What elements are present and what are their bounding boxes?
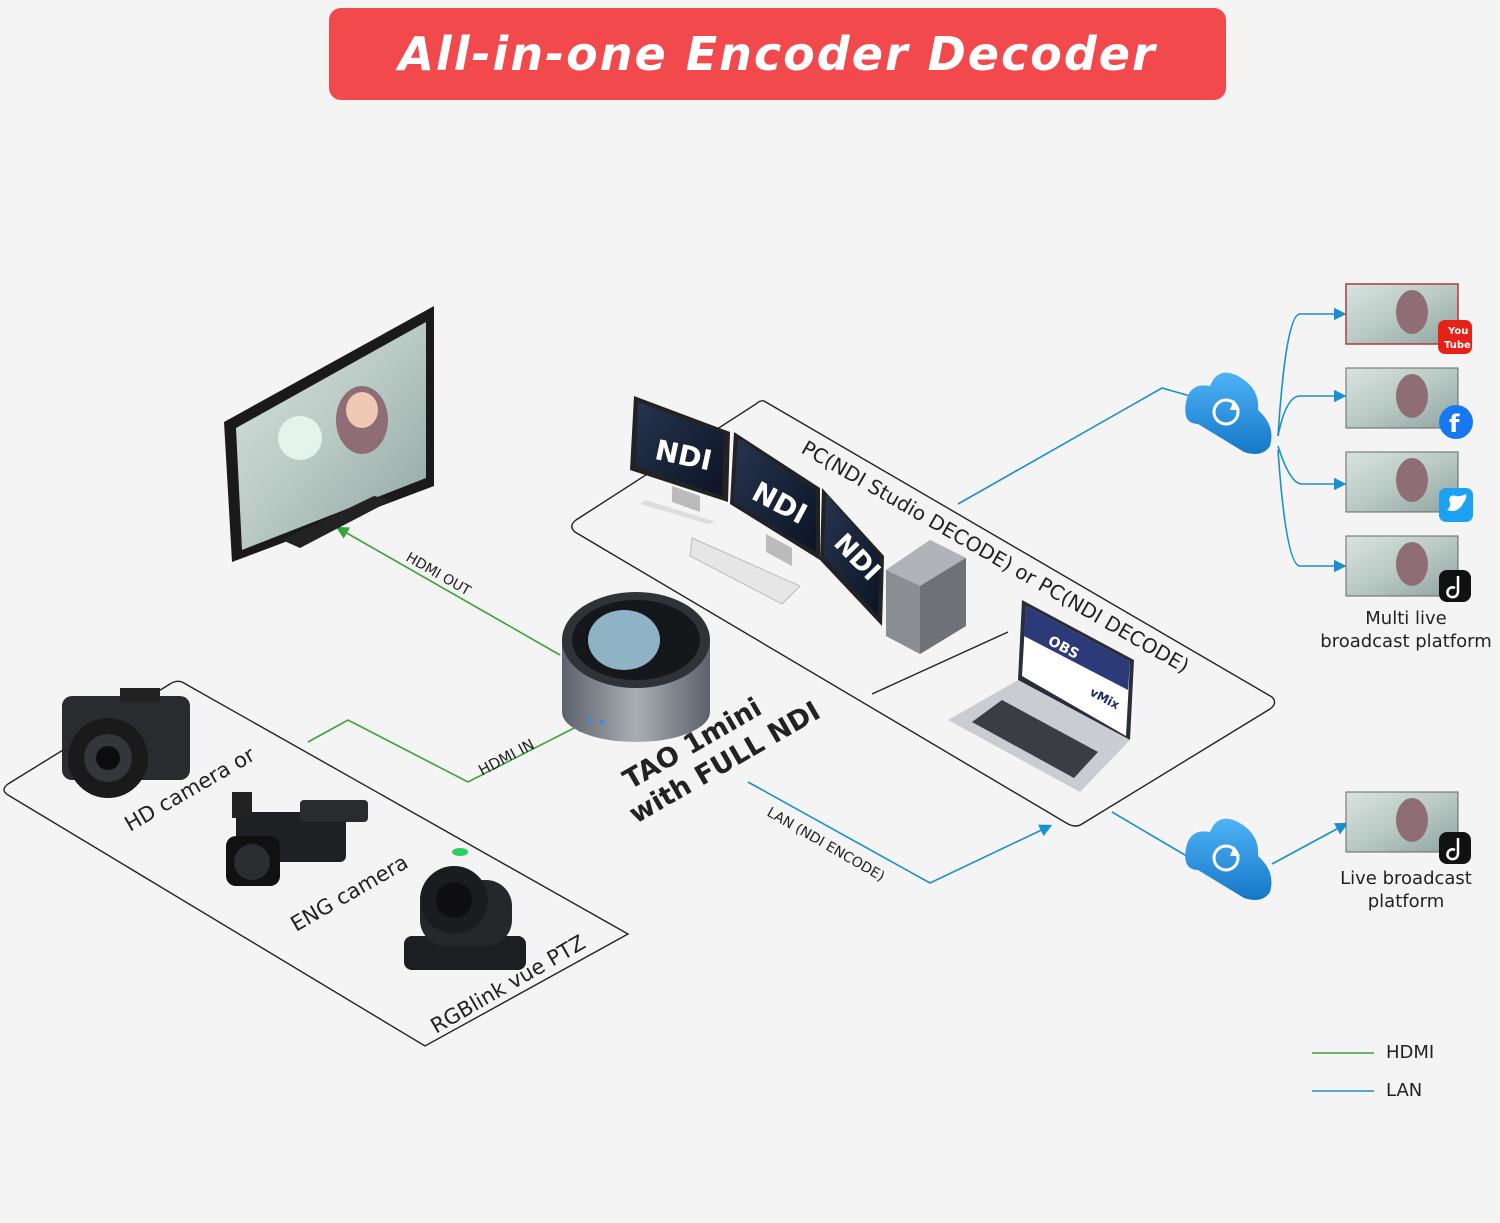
twitter-icon	[1439, 488, 1473, 522]
hdmi-in-label: HDMI IN	[475, 735, 537, 779]
ptz-camera	[404, 848, 526, 970]
tiktok-icon-2	[1439, 832, 1471, 864]
eng-camera-label: ENG camera	[287, 850, 413, 936]
pc-box	[571, 400, 1276, 827]
cloud2-to-platform-line	[1271, 822, 1349, 865]
dslr-camera	[62, 688, 190, 798]
eng-camera	[226, 792, 368, 886]
cloud1-branches	[1277, 307, 1347, 573]
facebook-icon: f	[1439, 405, 1473, 439]
svg-text:You: You	[1447, 326, 1468, 337]
multi-platform-label: Multi live broadcast platform	[1320, 608, 1492, 652]
cloud-icon-2	[1185, 818, 1272, 900]
svg-text:Tube: Tube	[1444, 340, 1471, 351]
legend-hdmi-label: HDMI	[1386, 1042, 1435, 1063]
lan-encode-label: LAN (NDI ENCODE)	[764, 805, 887, 885]
lan-encode-line	[747, 781, 1053, 884]
title-banner: All-in-one Encoder Decoder	[329, 8, 1226, 100]
legend-lan-label: LAN	[1386, 1080, 1423, 1101]
page-title: All-in-one Encoder Decoder	[398, 27, 1157, 81]
platform-thumbnails	[1345, 283, 1459, 853]
single-platform-label: Live broadcast platform	[1340, 868, 1472, 912]
tao-1mini-device	[562, 592, 710, 742]
youtube-icon: You Tube	[1438, 320, 1472, 354]
pc-to-cloud2-line	[1111, 811, 1191, 859]
ndi-monitors: NDI NDI NDI	[630, 396, 886, 626]
svg-text:f: f	[1449, 410, 1460, 438]
pc-to-cloud-line	[957, 387, 1191, 505]
tv-display	[224, 306, 434, 562]
hdmi-in-line	[307, 719, 589, 783]
cloud-icon	[1185, 372, 1272, 454]
pc-tower	[886, 540, 966, 654]
tiktok-icon	[1439, 570, 1471, 602]
laptop: OBS vMix	[948, 600, 1134, 792]
hdmi-out-line	[335, 526, 561, 656]
hdmi-out-label: HDMI OUT	[403, 550, 474, 600]
sources-box	[3, 680, 630, 1047]
